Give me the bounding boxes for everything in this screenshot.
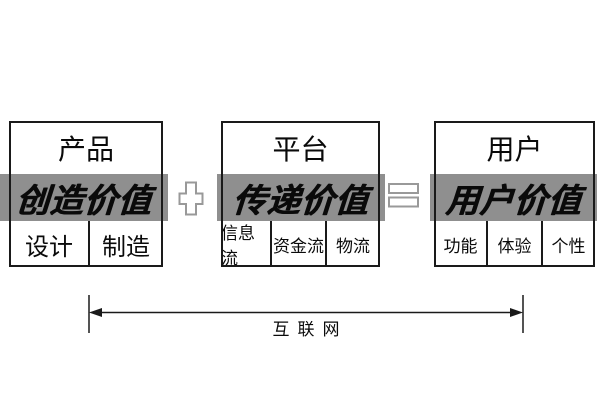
user-cell-experience: 体验 [497, 236, 532, 256]
user-header: 用户 [486, 133, 543, 165]
user-value-band: 用户价值 [430, 174, 597, 221]
product-cell-manufacture: 制造 [102, 233, 150, 261]
product-value-band: 创造价值 [0, 174, 168, 221]
platform-cell-info-flow: 信息流 [221, 224, 255, 268]
product-cell-divider [88, 221, 90, 265]
user-cell-personality: 个性 [551, 236, 586, 256]
internet-label: 互联网 [272, 320, 348, 339]
user-cell-divider-1 [486, 221, 488, 265]
platform-header: 平台 [272, 133, 329, 165]
platform-cell-logistics: 物流 [336, 236, 370, 256]
platform-cell-divider-1 [270, 221, 272, 265]
user-cell-divider-2 [541, 221, 543, 265]
product-box [9, 121, 163, 267]
platform-cell-divider-2 [325, 221, 327, 265]
user-box [434, 121, 595, 267]
user-cell-function: 功能 [443, 236, 478, 256]
platform-box [221, 121, 380, 267]
plus-icon [178, 181, 204, 221]
product-header: 产品 [57, 133, 114, 165]
platform-value-band: 传递价值 [217, 174, 385, 221]
platform-cell-capital-flow: 资金流 [273, 236, 324, 256]
product-cell-design: 设计 [25, 233, 73, 261]
equals-icon [388, 183, 419, 213]
internet-span-arrow [88, 295, 524, 333]
